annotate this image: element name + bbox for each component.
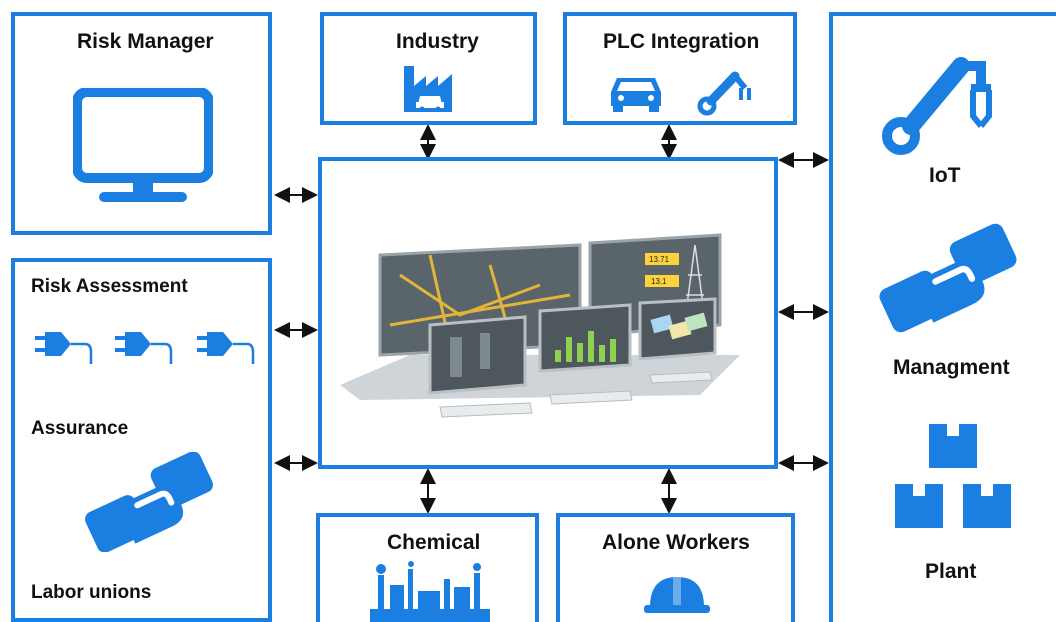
assurance-label: Assurance: [31, 418, 129, 439]
car-icon: [611, 78, 661, 112]
plug-icon: [115, 332, 173, 364]
industry-box: Industry: [320, 12, 537, 125]
computer-workstation-illustration: 13.71 13.1: [340, 233, 740, 418]
robot-arm-icon: [697, 71, 751, 116]
risk-assessment-box: Risk Assessment Assurance Labor unions: [11, 258, 272, 622]
factory-car-icon: [404, 66, 452, 112]
robot-arm-icon: [882, 57, 992, 155]
boxes-icon: [895, 424, 1011, 528]
plc-integration-label: PLC Integration: [603, 30, 760, 53]
screen-value-top: 13.71: [649, 255, 670, 264]
iot-label: IoT: [929, 164, 961, 187]
alone-workers-label: Alone Workers: [602, 531, 750, 554]
handshake-icon: [879, 223, 1017, 333]
risk-manager-box: Risk Manager: [11, 12, 272, 235]
monitor-icon: [73, 88, 213, 202]
managment-label: Managment: [893, 356, 1010, 379]
risk-assessment-label: Risk Assessment: [31, 276, 188, 297]
right-panel-box: IoT Managment Plant: [829, 12, 1056, 622]
screen-value-bottom: 13.1: [651, 277, 667, 286]
labor-unions-label: Labor unions: [31, 582, 152, 603]
chemical-label: Chemical: [387, 531, 481, 554]
central-system-box: 13.71 13.1: [318, 157, 778, 469]
plc-integration-box: PLC Integration: [563, 12, 797, 125]
plug-icon: [35, 332, 93, 364]
chemical-plant-icon: [370, 561, 490, 622]
plant-label: Plant: [925, 560, 977, 583]
industry-label: Industry: [396, 30, 479, 53]
hard-hat-icon: [644, 575, 710, 613]
risk-manager-label: Risk Manager: [77, 30, 214, 53]
chemical-box: Chemical: [316, 513, 539, 622]
alone-workers-box: Alone Workers: [556, 513, 795, 622]
plug-icon: [197, 332, 255, 364]
handshake-icon: [85, 452, 213, 552]
